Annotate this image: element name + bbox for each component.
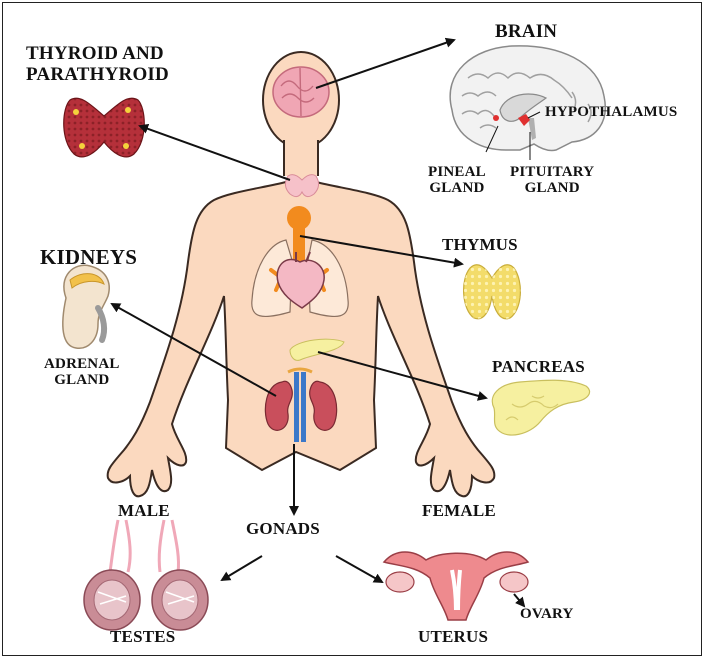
label-pancreas: PANCREAS [492, 358, 585, 376]
body-silhouette [108, 150, 495, 496]
label-adrenal-gland: ADRENAL GLAND [44, 356, 120, 388]
pineal-dot [493, 115, 499, 121]
label-uterus: UTERUS [418, 628, 488, 646]
label-pineal-gland: PINEAL GLAND [428, 164, 486, 196]
label-kidneys: KIDNEYS [40, 246, 137, 269]
brain-illustration [450, 46, 605, 151]
label-male: MALE [118, 502, 170, 520]
kidney-adrenal-illustration [63, 265, 109, 348]
neck [284, 138, 318, 176]
thymus-illustration [464, 265, 521, 319]
label-thymus: THYMUS [442, 236, 518, 254]
thyroid-illustration [64, 98, 145, 157]
testes-illustration [84, 520, 208, 630]
label-female: FEMALE [422, 502, 496, 520]
uterus-illustration [384, 552, 528, 620]
label-hypothalamus: HYPOTHALAMUS [545, 104, 677, 120]
label-brain: BRAIN [495, 22, 557, 43]
label-thyroid-parathyroid: THYROID AND PARATHYROID [26, 44, 169, 85]
label-testes: TESTES [110, 628, 175, 646]
label-ovary: OVARY [520, 606, 574, 622]
label-gonads: GONADS [246, 520, 320, 538]
pancreas-illustration [492, 380, 589, 435]
label-pituitary-gland: PITUITARY GLAND [510, 164, 594, 196]
